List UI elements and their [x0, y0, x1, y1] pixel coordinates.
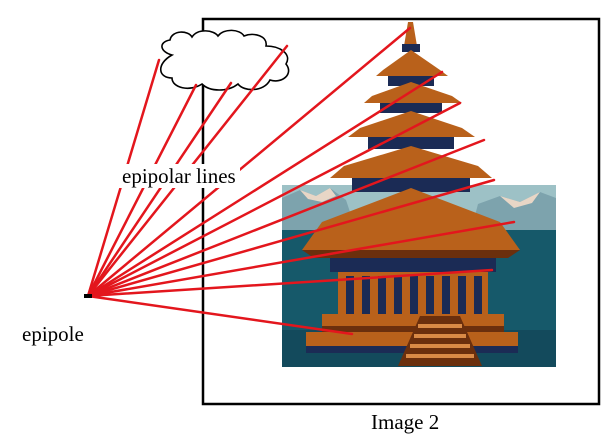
temple-columns: [346, 276, 482, 314]
epipolar-line-11: [86, 268, 494, 298]
temple-lintel: [330, 258, 496, 272]
epipolar-line-3: [86, 81, 233, 298]
epipolar-line-8: [86, 138, 486, 298]
tier-1-base: [388, 76, 434, 86]
epipolar-lines-label: epipolar lines: [118, 164, 240, 188]
stairs: [398, 316, 482, 366]
platform-1: [322, 314, 504, 326]
roof-tier-2: [364, 82, 462, 103]
epipolar-line-12: [86, 294, 354, 336]
cloud-icon: [159, 29, 290, 91]
roof-tier-1: [376, 50, 448, 76]
roof-tier-3: [348, 111, 475, 137]
spire-base: [402, 44, 420, 52]
image-frame: [201, 17, 601, 406]
roof-tier-5: [302, 188, 520, 250]
epipolar-lines: [86, 26, 516, 336]
snow-left: [300, 188, 336, 202]
snow-right: [500, 192, 540, 208]
stair-steps: [406, 324, 474, 358]
platform-1-shadow: [322, 326, 504, 332]
epipole-marker: [84, 294, 92, 298]
roof-tier-4: [330, 146, 492, 178]
spire: [404, 22, 417, 46]
epipolar-line-7: [86, 101, 462, 298]
epipolar-line-5: [86, 26, 412, 298]
epipolar-line-9: [86, 178, 496, 298]
image-title: Image 2: [371, 410, 440, 434]
roof-tier-5-shadow: [302, 250, 520, 258]
epipolar-line-10: [86, 220, 516, 298]
epipolar-line-6: [86, 70, 444, 298]
epipolar-line-2: [86, 83, 198, 298]
tier-2-base: [380, 103, 442, 113]
epipole-label: epipole: [22, 322, 84, 346]
pagoda-icon: [282, 22, 556, 367]
